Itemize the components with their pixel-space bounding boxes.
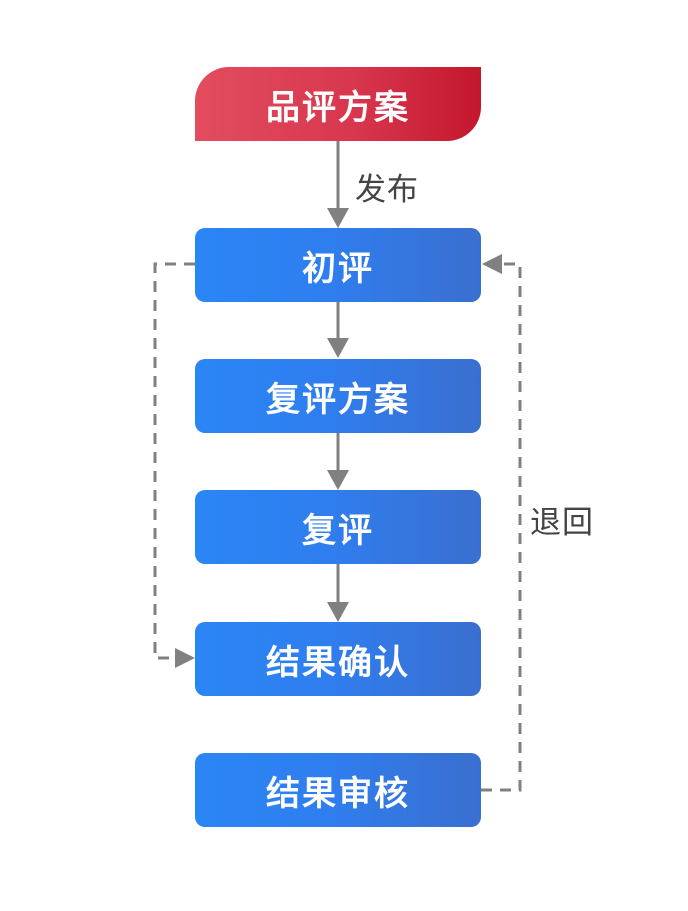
node-result-audit[interactable]: 结果审核 [195,753,481,827]
arrow-review-to-confirm [327,564,349,622]
arrow-initial-to-reviewplan [327,301,349,358]
node-result-confirm[interactable]: 结果确认 [195,622,481,696]
node-evaluation-plan-label: 品评方案 [266,87,410,128]
node-initial-review-label: 初评 [302,248,374,289]
node-second-review-label: 复评 [302,510,374,551]
node-evaluation-plan[interactable]: 品评方案 [195,67,481,141]
node-review-plan[interactable]: 复评方案 [195,359,481,433]
node-initial-review[interactable]: 初评 [195,228,481,302]
edge-label-publish: 发布 [355,172,419,208]
node-result-confirm-label: 结果确认 [266,642,410,683]
arrow-skip-initial-to-confirm [153,262,195,668]
node-result-audit-label: 结果审核 [266,773,410,814]
node-second-review[interactable]: 复评 [195,490,481,564]
edge-label-return: 退回 [530,505,594,541]
arrow-reviewplan-to-review [327,432,349,490]
arrow-plan-to-initial [327,140,349,228]
arrow-return-audit-to-initial [481,254,522,792]
node-review-plan-label: 复评方案 [266,379,410,420]
